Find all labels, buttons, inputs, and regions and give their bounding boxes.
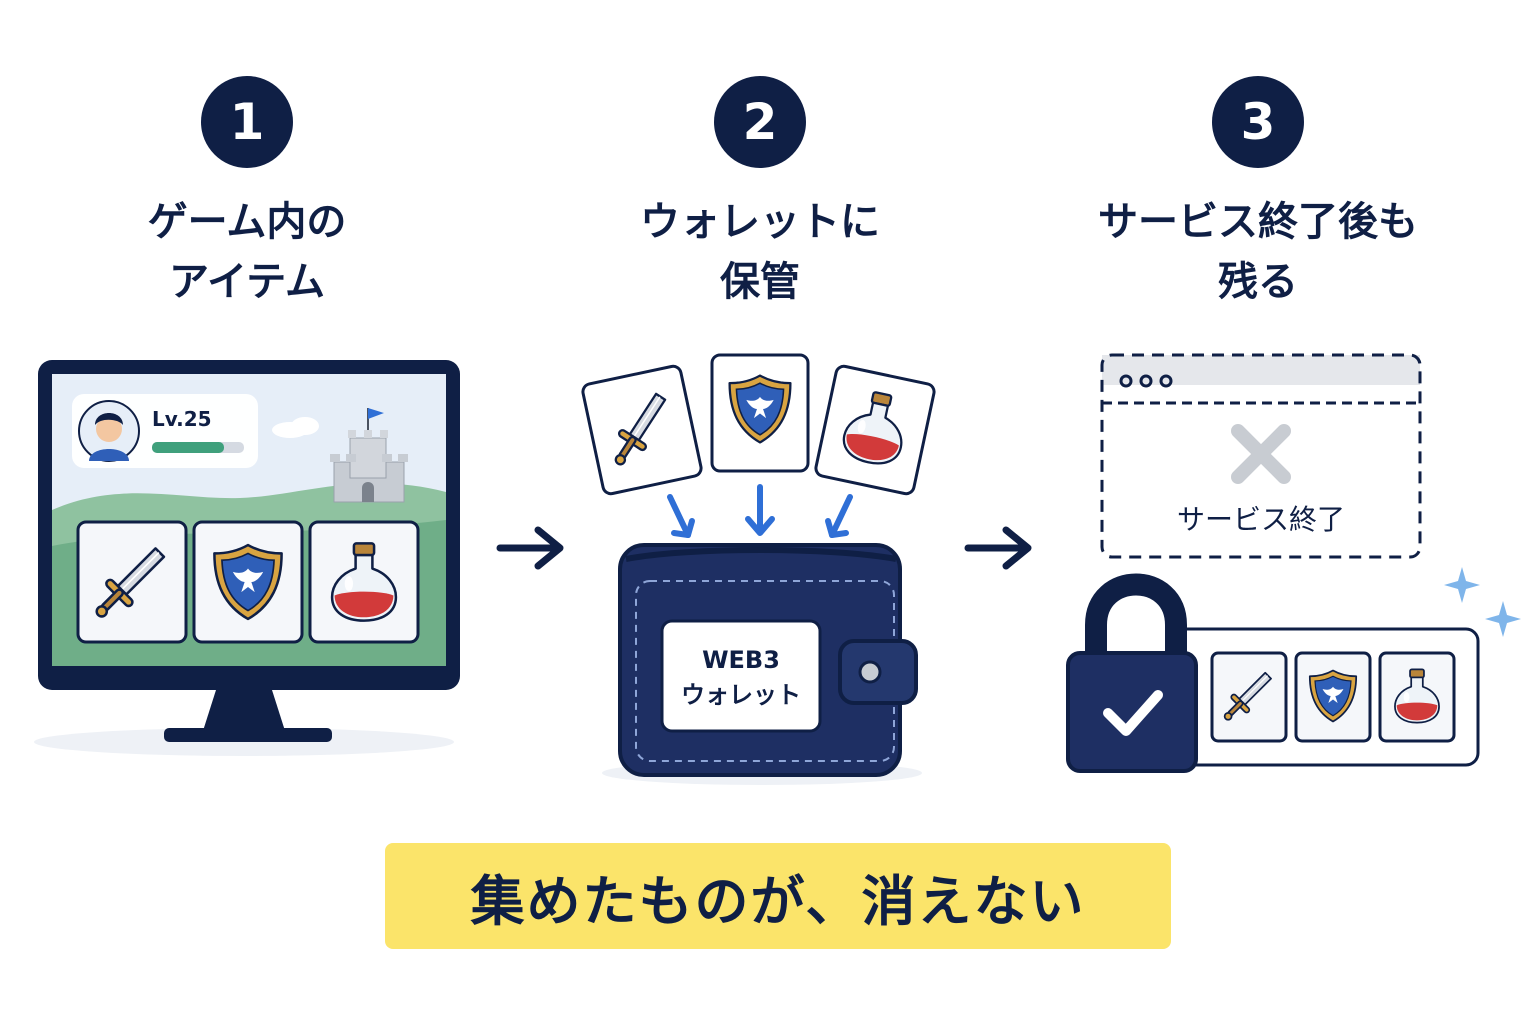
step-2-title: ウォレットに 保管 bbox=[550, 192, 970, 312]
inventory-slot-sword bbox=[76, 520, 188, 644]
step-1-number: 1 bbox=[201, 76, 293, 168]
caption-banner: 集めたものが、消えない bbox=[385, 843, 1171, 949]
wallet-label-line2: ウォレット bbox=[681, 681, 801, 709]
closed-service-window: サービス終了 bbox=[1100, 353, 1422, 559]
level-label: Lv.25 bbox=[152, 407, 212, 431]
down-arrows bbox=[667, 484, 853, 538]
close-icon bbox=[1231, 424, 1291, 484]
step-2-title-line2: 保管 bbox=[720, 259, 800, 305]
castle-icon bbox=[330, 408, 408, 503]
step-3-number: 3 bbox=[1212, 76, 1304, 168]
lock-icon bbox=[1066, 573, 1198, 773]
locked-shield-slot bbox=[1294, 651, 1372, 743]
arrow-icon bbox=[964, 526, 1032, 570]
inventory-slot-shield bbox=[192, 520, 304, 644]
wallet-illustration: WEB3 ウォレット bbox=[581, 353, 936, 785]
sparkle-icon bbox=[1444, 567, 1521, 637]
service-ended-text: サービス終了 bbox=[1177, 503, 1345, 536]
wallet-label-line1: WEB3 bbox=[702, 646, 780, 674]
step-1-title-line1: ゲーム内の bbox=[147, 199, 347, 245]
step-3-title: サービス終了後も 残る bbox=[1048, 192, 1468, 312]
step-1-title: ゲーム内の アイテム bbox=[37, 192, 457, 312]
game-monitor-illustration: Lv.25 bbox=[34, 360, 460, 756]
inventory-slot-potion bbox=[308, 520, 420, 644]
card-shield bbox=[710, 353, 810, 473]
locked-sword-slot bbox=[1210, 651, 1288, 743]
step-3-title-line2: 残る bbox=[1218, 259, 1298, 305]
step-3-title-line1: サービス終了後も bbox=[1098, 199, 1418, 245]
caption-text: 集めたものが、消えない bbox=[470, 869, 1086, 933]
locked-potion-slot bbox=[1378, 651, 1456, 743]
step-1-title-line2: アイテム bbox=[169, 259, 325, 305]
card-sword bbox=[581, 364, 703, 496]
player-avatar bbox=[78, 400, 140, 462]
step-2-title-line1: ウォレットに bbox=[640, 199, 880, 245]
arrow-icon bbox=[496, 526, 564, 570]
step-2-number: 2 bbox=[714, 76, 806, 168]
card-potion bbox=[814, 364, 936, 496]
service-ended-illustration: サービス終了 bbox=[1066, 353, 1521, 773]
check-icon bbox=[1103, 690, 1163, 736]
